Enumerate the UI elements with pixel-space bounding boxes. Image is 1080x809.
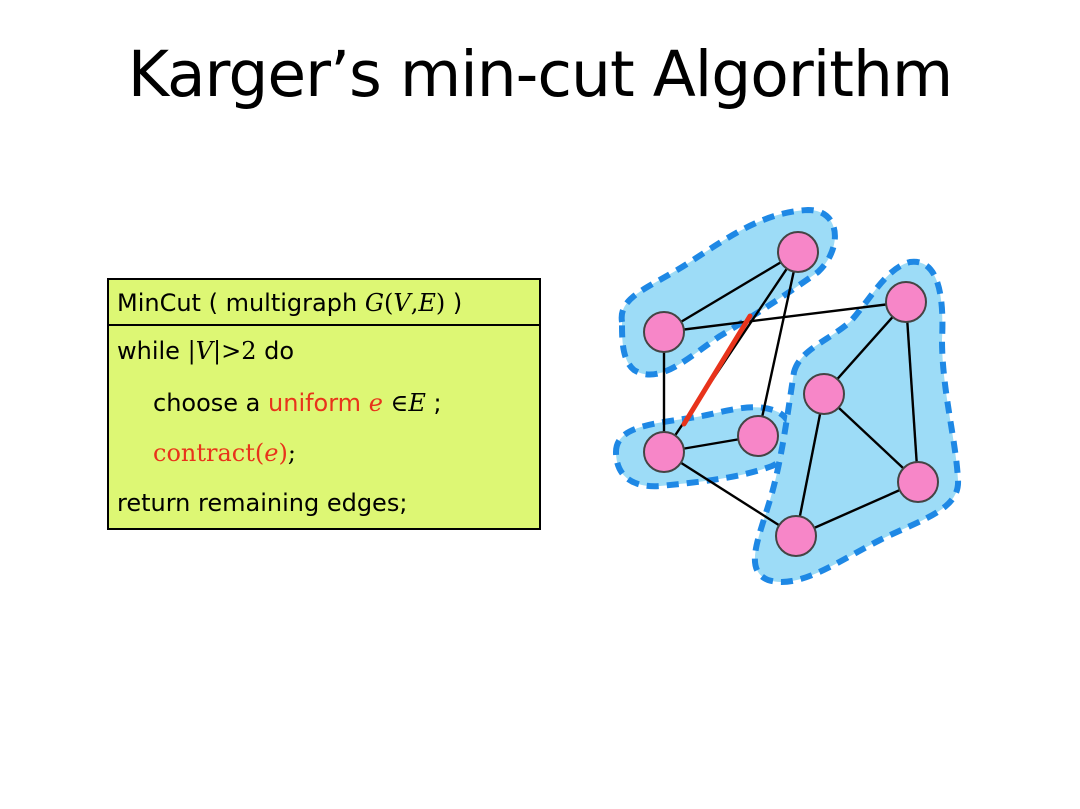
graph-edge	[795, 480, 919, 538]
edge-variable: e	[264, 439, 279, 467]
uniform-word: uniform	[268, 389, 362, 417]
graph-node	[643, 311, 685, 353]
header-end: )	[445, 289, 463, 317]
contracted-edge	[681, 313, 753, 427]
graph-node	[885, 281, 927, 323]
edge-variable: e	[368, 389, 383, 417]
paren-close: )	[278, 439, 288, 467]
abs-bar-left: |	[187, 337, 196, 365]
comma: ,	[410, 289, 419, 317]
algorithm-line-return: return remaining edges;	[109, 478, 539, 528]
semicolon: ;	[287, 439, 296, 467]
contract-function: contract(	[153, 439, 265, 467]
return-text: return remaining edges;	[117, 489, 408, 517]
abs-bar-right: |	[213, 337, 222, 365]
graph-node	[643, 431, 685, 473]
graph-edge	[794, 393, 826, 537]
algorithm-line-while: while |V|>2 do	[109, 326, 539, 378]
graph-node	[777, 231, 819, 273]
paren-close: )	[435, 289, 446, 317]
algorithm-body: while |V|>2 do choose a uniform e ∈E ; c…	[109, 326, 539, 528]
graph-edge	[904, 301, 920, 483]
algorithm-line-contract: contract(e);	[109, 428, 539, 478]
graph-edge	[756, 251, 800, 437]
semicolon: ;	[425, 389, 442, 417]
graph-node	[775, 515, 817, 557]
edge-set-symbol: E	[408, 389, 426, 417]
slide-title: Karger’s min-cut Algorithm	[127, 38, 954, 111]
algorithm-line-choose: choose a uniform e ∈E ;	[109, 378, 539, 428]
choose-text: choose a	[153, 389, 269, 417]
graph-edge	[823, 393, 919, 483]
graph-edge	[663, 250, 799, 334]
edge-symbol: E	[418, 289, 436, 317]
graph-edge	[663, 300, 907, 334]
algorithm-box: MinCut ( multigraph G(V,E) ) while |V|>2…	[107, 278, 541, 530]
vertex-symbol: V	[393, 289, 411, 317]
graph-edge	[663, 450, 797, 538]
element-of-symbol: ∈	[382, 389, 409, 417]
graph-symbol: G	[364, 289, 384, 317]
paren-open: (	[383, 289, 394, 317]
algorithm-name: MinCut ( multigraph	[117, 289, 365, 317]
while-keyword: while	[117, 337, 188, 365]
graph-node	[897, 461, 939, 503]
do-keyword: do	[256, 337, 295, 365]
comparison: >2	[221, 337, 257, 365]
group-blob-right	[751, 258, 962, 585]
graph-node	[737, 415, 779, 457]
algorithm-header: MinCut ( multigraph G(V,E) )	[109, 280, 539, 326]
graph-node	[803, 373, 845, 415]
vertex-symbol: V	[195, 337, 214, 365]
